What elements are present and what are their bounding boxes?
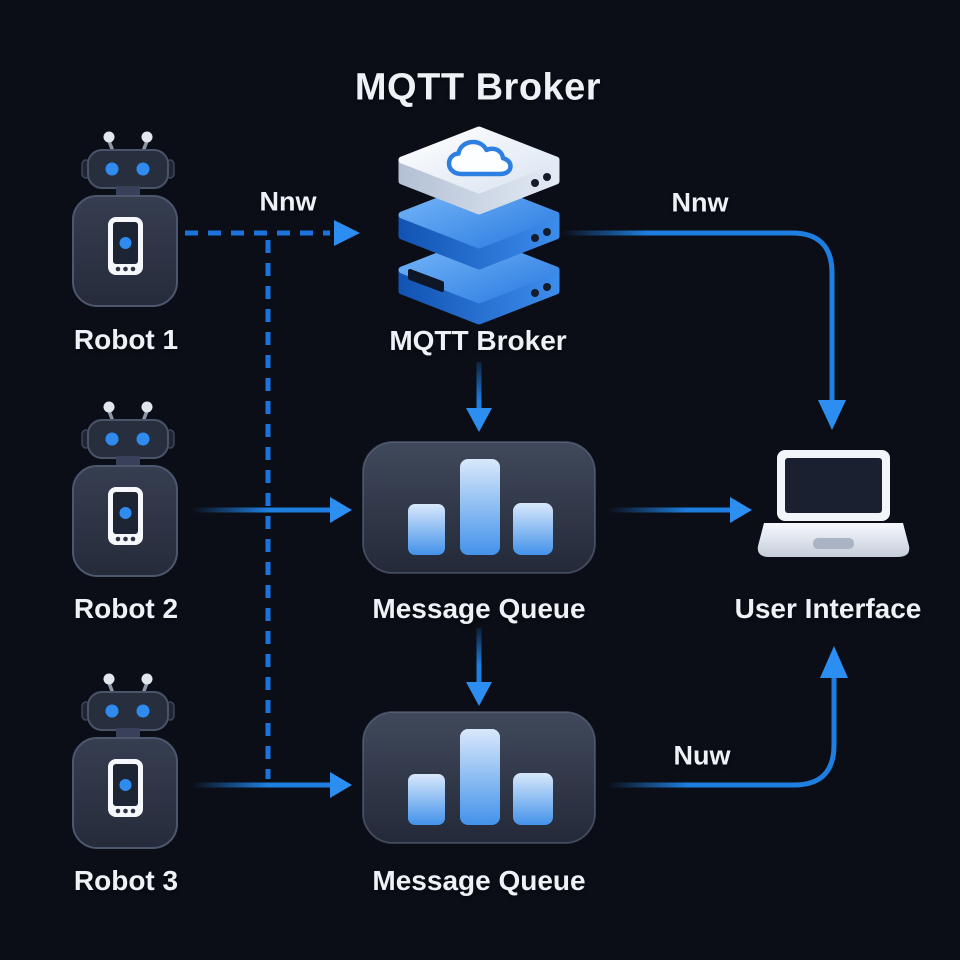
arrowhead-right-icon [330,497,352,523]
edge-queue2-to-ui [608,646,848,788]
robot2-robot-icon [71,399,179,578]
server-layer-bottom [398,236,560,325]
queue1-bar-chart-icon [362,441,596,574]
edge-queue1-to-ui [608,497,752,523]
server-layer-middle [398,181,560,270]
arrowhead-up-icon [820,646,848,678]
edge-robot1-to-broker [185,220,360,246]
server-layer-top [398,126,560,215]
arrowhead-down-icon [818,400,846,430]
broker-server-stack-icon [398,126,560,325]
queue2-bar-chart-icon [362,711,596,844]
robot2-label: Robot 2 [73,593,179,624]
arrowhead-right-icon [330,772,352,798]
edge-label-robot1-broker: Nnw [259,186,317,217]
robot3-robot-icon [71,671,179,850]
edge-broker-to-queue1 [466,362,492,432]
robot3-label: Robot 3 [73,865,179,896]
queue2-label: Message Queue [372,865,586,896]
edge-label-queue2-ui: Nuw [673,740,731,771]
robot1-robot-icon [71,129,179,308]
edge-robot2-to-queue1 [192,497,352,523]
ui-label: User Interface [734,593,922,624]
queue1-label: Message Queue [372,593,586,624]
broker-label: MQTT Broker [389,325,567,356]
server-slot [408,269,444,292]
page-title: MQTT Broker [354,66,602,109]
ui-laptop-icon [757,450,910,557]
edge-queue1-to-queue2 [466,628,492,706]
arrowhead-down-icon [466,682,492,706]
edge-robot3-to-queue2 [192,772,352,798]
arrowhead-right-icon [334,220,360,246]
arrowhead-down-icon [466,408,492,432]
cloud-icon [446,139,513,177]
robot1-label: Robot 1 [73,324,179,355]
arrowhead-right-icon [730,497,752,523]
edge-broker-to-ui [562,230,846,430]
edge-label-broker-ui: Nnw [671,187,729,218]
